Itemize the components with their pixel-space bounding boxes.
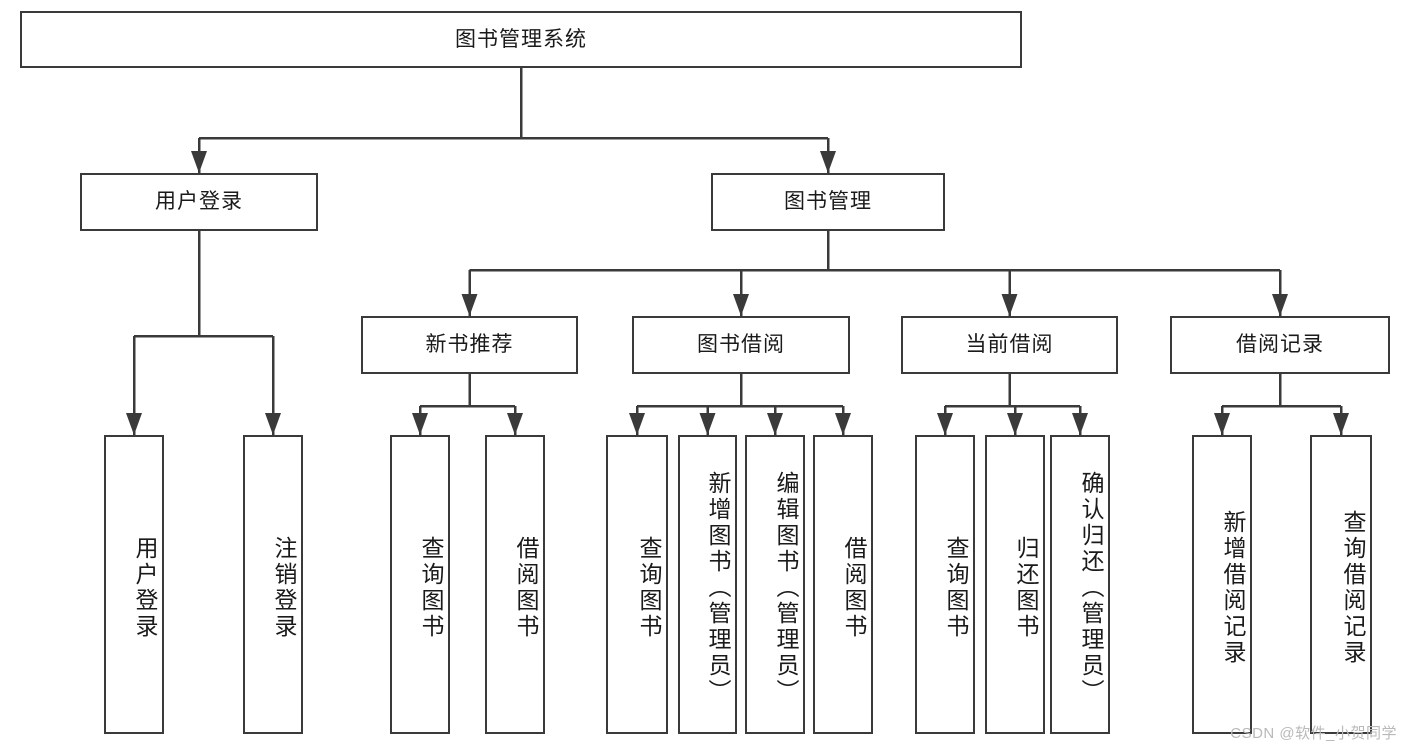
leaf-query-borrow-record-label: 查询借阅记录 xyxy=(1340,509,1366,666)
leaf-user-login[interactable]: 用户登录 xyxy=(104,435,164,734)
leaf-borrow-book-label: 借阅图书 xyxy=(841,535,867,640)
node-book-management[interactable]: 图书管理 xyxy=(711,173,945,231)
node-root[interactable]: 图书管理系统 xyxy=(20,11,1022,68)
node-user-login[interactable]: 用户登录 xyxy=(80,173,318,231)
watermark: CSDN @软件_小贺同学 xyxy=(1230,725,1397,742)
leaf-logout-label: 注销登录 xyxy=(271,535,297,640)
leaf-query-book-recommend-label: 查询图书 xyxy=(418,535,444,640)
leaf-return-book-label: 归还图书 xyxy=(1013,535,1039,640)
leaf-add-book-admin[interactable]: 新增图书（管理员） xyxy=(678,435,737,734)
leaf-edit-book-admin[interactable]: 编辑图书（管理员） xyxy=(745,435,805,734)
leaf-query-book-current-label: 查询图书 xyxy=(943,535,969,640)
leaf-query-book-current[interactable]: 查询图书 xyxy=(915,435,975,734)
leaf-borrow-book-recommend[interactable]: 借阅图书 xyxy=(485,435,545,734)
leaf-logout[interactable]: 注销登录 xyxy=(243,435,303,734)
leaf-borrow-book[interactable]: 借阅图书 xyxy=(813,435,873,734)
leaf-borrow-book-recommend-label: 借阅图书 xyxy=(513,535,539,640)
node-book-management-label: 图书管理 xyxy=(784,190,872,214)
node-root-label: 图书管理系统 xyxy=(455,27,587,51)
leaf-query-borrow-record[interactable]: 查询借阅记录 xyxy=(1310,435,1372,734)
leaf-query-book-borrow-label: 查询图书 xyxy=(636,535,662,640)
leaf-add-borrow-record-label: 新增借阅记录 xyxy=(1220,509,1246,666)
node-new-book-recommend-label: 新书推荐 xyxy=(425,333,514,357)
node-borrow-records[interactable]: 借阅记录 xyxy=(1170,316,1390,374)
leaf-return-book[interactable]: 归还图书 xyxy=(985,435,1045,734)
node-new-book-recommend[interactable]: 新书推荐 xyxy=(361,316,578,374)
leaf-confirm-return-admin-label: 确认归还（管理员） xyxy=(1078,470,1104,705)
node-user-login-label: 用户登录 xyxy=(155,190,243,214)
node-book-borrow[interactable]: 图书借阅 xyxy=(632,316,850,374)
node-current-borrow-label: 当前借阅 xyxy=(965,333,1054,357)
leaf-confirm-return-admin[interactable]: 确认归还（管理员） xyxy=(1050,435,1110,734)
leaf-add-book-admin-label: 新增图书（管理员） xyxy=(705,470,731,705)
node-borrow-records-label: 借阅记录 xyxy=(1236,333,1324,357)
leaf-add-borrow-record[interactable]: 新增借阅记录 xyxy=(1192,435,1252,734)
leaf-user-login-label: 用户登录 xyxy=(132,535,158,640)
leaf-query-book-recommend[interactable]: 查询图书 xyxy=(390,435,450,734)
node-book-borrow-label: 图书借阅 xyxy=(697,333,785,357)
leaf-edit-book-admin-label: 编辑图书（管理员） xyxy=(773,470,799,705)
node-current-borrow[interactable]: 当前借阅 xyxy=(901,316,1118,374)
leaf-query-book-borrow[interactable]: 查询图书 xyxy=(606,435,668,734)
